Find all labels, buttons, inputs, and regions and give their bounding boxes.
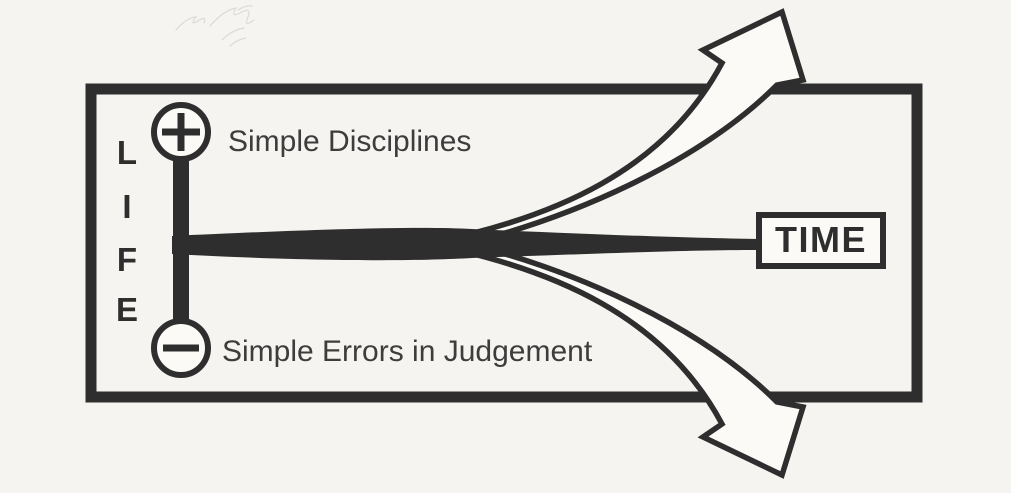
curved-arrow-down-icon (429, 237, 807, 479)
plus-icon (151, 102, 211, 162)
curved-arrow-up-icon (429, 8, 807, 250)
life-letter-i: I (122, 188, 131, 225)
pencil-smudge (175, 5, 255, 47)
life-axis (151, 102, 211, 378)
life-letter-l: L (117, 134, 137, 171)
time-box: TIME (756, 212, 886, 269)
negative-label: Simple Errors in Judgement (222, 335, 593, 368)
time-box-border (756, 212, 886, 269)
time-label: TIME (775, 219, 867, 260)
life-letter-e: E (116, 291, 138, 328)
positive-label: Simple Disciplines (228, 125, 471, 158)
life-axis-bar (173, 150, 189, 330)
life-word: L I F E (116, 134, 138, 328)
life-letter-f: F (117, 241, 137, 278)
minus-icon (151, 318, 211, 378)
frame-border (85, 83, 923, 403)
time-axis-line (172, 227, 758, 261)
